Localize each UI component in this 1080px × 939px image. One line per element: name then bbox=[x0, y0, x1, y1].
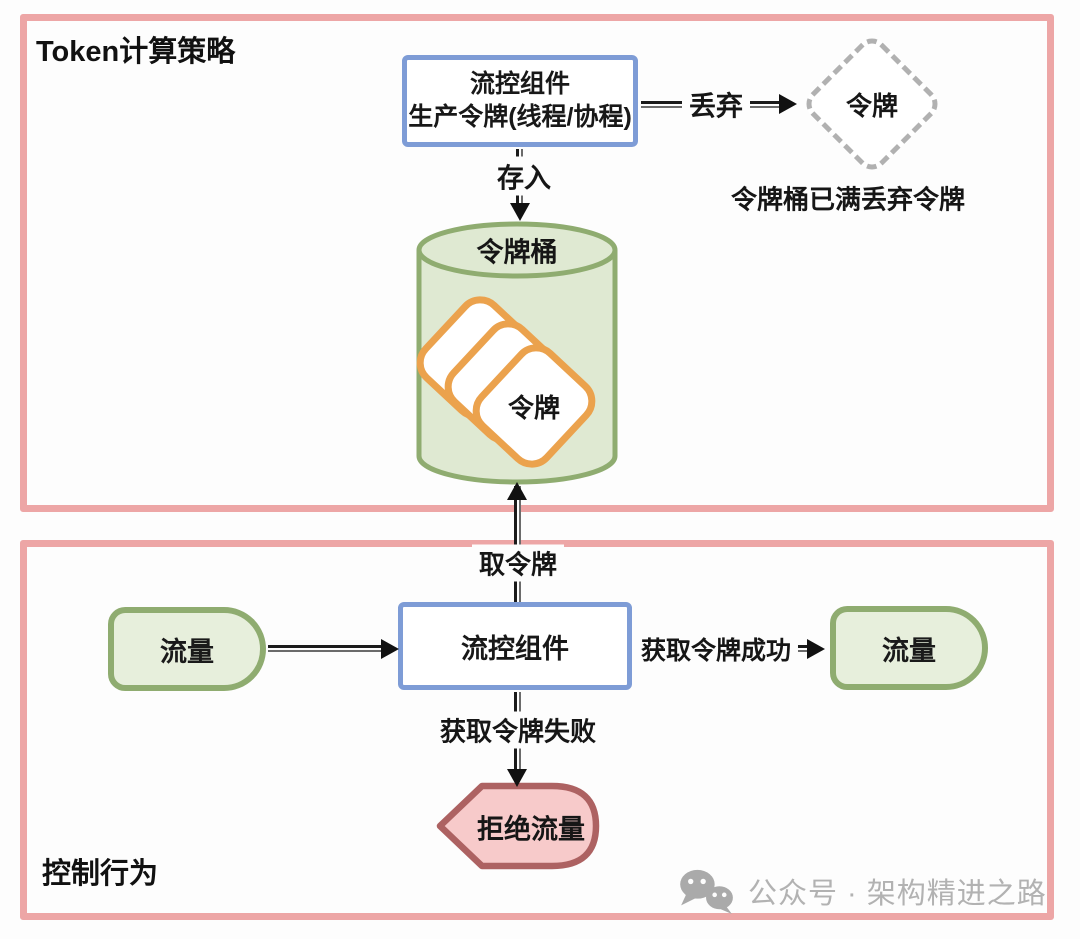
flow-controller-label: 流控组件 bbox=[461, 633, 569, 664]
token-strategy-title: Token计算策略 bbox=[36, 36, 236, 68]
watermark: 公众号 · 架构精进之路 bbox=[676, 868, 1047, 914]
store-arrowhead-icon bbox=[510, 203, 530, 221]
take-arrowhead-icon bbox=[507, 482, 527, 500]
producer-node: 流控组件 生产令牌(线程/协程) bbox=[402, 55, 638, 147]
success-arrowhead-icon bbox=[807, 639, 825, 659]
store-edge-label: 存入 bbox=[490, 156, 558, 196]
watermark-text: 公众号 · 架构精进之路 bbox=[748, 878, 1047, 910]
fail-arrowhead-icon bbox=[507, 769, 527, 787]
discarded-token-label: 令牌 bbox=[845, 90, 898, 121]
bucket-label: 令牌桶 bbox=[476, 237, 558, 268]
reject-traffic-node bbox=[436, 782, 600, 870]
traffic-in-arrow-line bbox=[268, 645, 392, 652]
control-behavior-title: 控制行为 bbox=[42, 858, 159, 890]
take-edge-label: 取令牌 bbox=[471, 544, 565, 582]
discard-arrowhead-icon bbox=[779, 94, 797, 114]
flow-controller-node: 流控组件 bbox=[398, 602, 632, 690]
traffic-out-node: 流量 bbox=[830, 606, 988, 690]
token-strategy-section-frame bbox=[20, 14, 1054, 512]
wechat-icon bbox=[680, 869, 733, 914]
control-behavior-section-frame bbox=[20, 540, 1054, 920]
traffic-in-arrowhead-icon bbox=[381, 639, 399, 659]
producer-line2: 生产令牌(线程/协程) bbox=[408, 103, 632, 131]
reject-traffic-label: 拒绝流量 bbox=[477, 814, 585, 845]
discard-caption: 令牌桶已满丢弃令牌 bbox=[730, 184, 966, 215]
traffic-out-label: 流量 bbox=[882, 635, 936, 666]
fail-edge-label: 获取令牌失败 bbox=[432, 711, 604, 749]
discard-edge-label: 丢弃 bbox=[682, 84, 750, 124]
success-edge-label: 获取令牌成功 bbox=[633, 631, 799, 667]
producer-line1: 流控组件 bbox=[469, 70, 570, 98]
traffic-in-node: 流量 bbox=[108, 607, 266, 691]
token-card-label: 令牌 bbox=[507, 392, 560, 423]
take-arrow-line bbox=[514, 486, 521, 602]
traffic-in-label: 流量 bbox=[160, 636, 214, 667]
